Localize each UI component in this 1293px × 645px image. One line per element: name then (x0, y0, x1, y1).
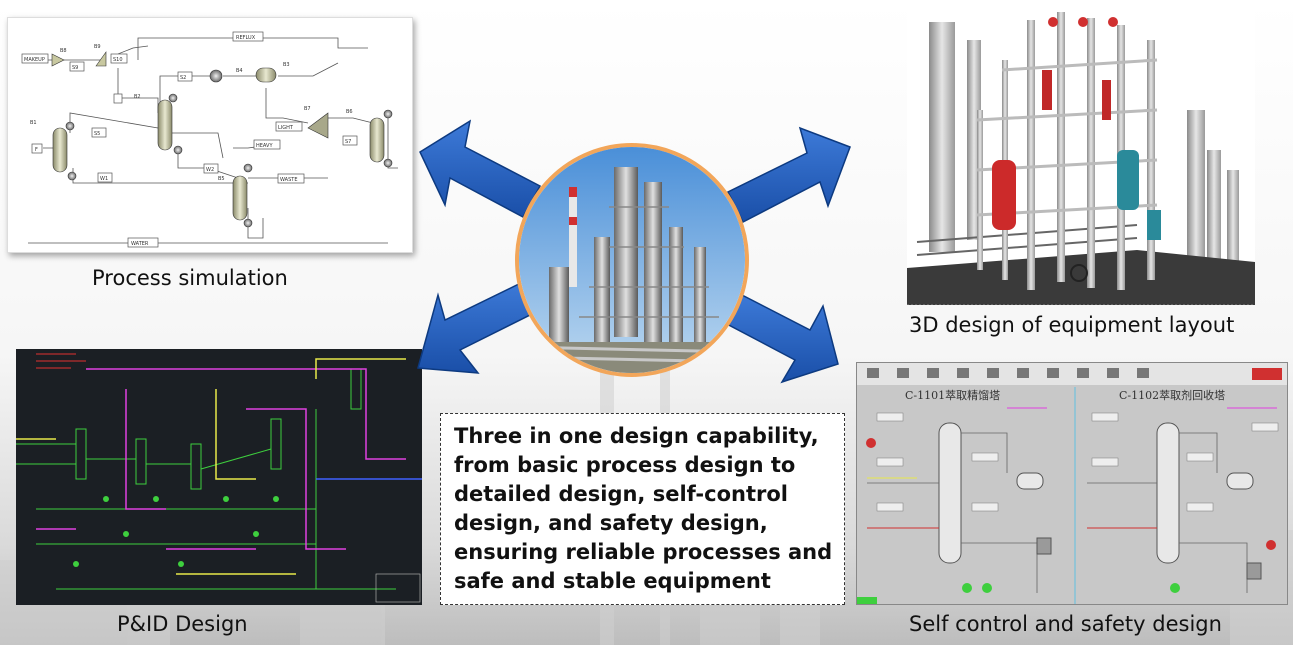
sim-label-b5: B5 (218, 176, 225, 182)
refinery-illustration (519, 147, 745, 373)
sim-label-w1: W1 (100, 176, 108, 182)
sim-label-s7: S7 (345, 139, 351, 145)
sim-label-f: F (35, 147, 38, 153)
dcs-title-right: C-1102萃取剂回收塔 (1119, 388, 1225, 402)
sim-label-b8: B8 (60, 48, 67, 54)
dcs-control-image: C-1101萃取精馏塔 C-1102萃取剂回收塔 (856, 362, 1288, 605)
sim-label-s10: S10 (113, 57, 123, 63)
sim-label-b1: B1 (30, 120, 37, 126)
description-text: Three in one design capability, from bas… (454, 424, 833, 593)
sim-label-s5: S5 (94, 131, 100, 137)
flowsheet-diagram: MAKEUP S9 S10 REFLUX S2 S5 LIGHT HEAVY S… (21, 31, 398, 248)
sim-label-heavy: HEAVY (256, 143, 273, 149)
sim-label-water: WATER (131, 241, 149, 247)
caption-pid-design: P&ID Design (117, 612, 248, 636)
sim-label-b6: B6 (346, 109, 353, 115)
arrow-to-process-simulation (419, 119, 542, 219)
sim-label-s9: S9 (72, 65, 78, 71)
dcs-title-left: C-1101萃取精馏塔 (905, 388, 1000, 402)
process-simulation-image: MAKEUP S9 S10 REFLUX S2 S5 LIGHT HEAVY S… (7, 17, 413, 253)
caption-process-simulation: Process simulation (92, 266, 288, 290)
caption-3d-design: 3D design of equipment layout (909, 313, 1235, 337)
sim-label-w2: W2 (206, 167, 214, 173)
sim-label-b7: B7 (304, 106, 311, 112)
sim-label-waste: WASTE (280, 177, 297, 183)
caption-self-control: Self control and safety design (909, 612, 1222, 636)
pid-design-image (16, 349, 422, 605)
arrow-to-self-control (723, 292, 839, 384)
sim-label-reflux: REFLUX (236, 35, 256, 41)
sim-label-b2: B2 (134, 94, 141, 100)
sim-label-s2: S2 (180, 75, 186, 81)
refinery-photo (515, 143, 749, 377)
equipment-3d-image (907, 0, 1255, 305)
pid-drawing (16, 353, 422, 603)
sim-label-b4: B4 (236, 68, 243, 74)
arrow-to-3d-design (726, 126, 851, 224)
sim-label-makeup: MAKEUP (24, 57, 45, 63)
sim-label-light: LIGHT (278, 125, 294, 131)
description-box: Three in one design capability, from bas… (440, 413, 845, 605)
sim-label-b3: B3 (283, 62, 290, 68)
sim-label-b9: B9 (94, 44, 101, 50)
dcs-screen: C-1101萃取精馏塔 C-1102萃取剂回收塔 (857, 363, 1287, 604)
equipment-3d-render (907, 12, 1255, 305)
